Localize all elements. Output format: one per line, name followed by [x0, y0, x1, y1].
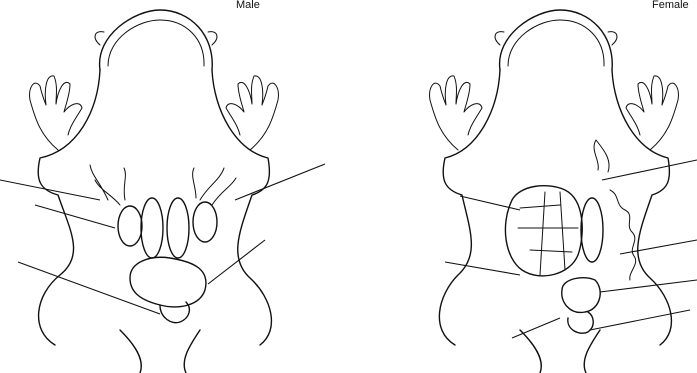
male-right-testis [193, 202, 217, 242]
male-leader-4 [235, 164, 325, 200]
male-frog-illustration [30, 10, 279, 373]
male-left-testis [118, 206, 142, 246]
male-eye-right [208, 32, 217, 45]
male-leader-2 [35, 205, 115, 228]
male-cloaca [160, 302, 189, 323]
male-right-kidney [167, 198, 189, 258]
female-right-hand [626, 76, 678, 150]
female-leader-6 [600, 280, 697, 292]
female-body-outline [439, 70, 500, 345]
female-leader-4 [602, 160, 697, 180]
female-eye-right [608, 32, 617, 45]
male-bladder [130, 257, 206, 307]
male-eye-left [95, 32, 104, 45]
female-head-outline [500, 10, 613, 70]
female-frog-illustration [430, 10, 679, 373]
male-leader-5 [208, 240, 265, 284]
female-eye-left [495, 32, 504, 45]
male-head-outline [100, 10, 213, 70]
male-leader-1 [0, 180, 100, 200]
female-kidney [581, 198, 603, 262]
female-hind-legs [520, 330, 600, 373]
female-body-outline-right [612, 70, 671, 345]
male-left-kidney [141, 198, 163, 258]
female-leader-5 [620, 240, 697, 254]
male-right-fat-body [193, 168, 236, 205]
female-bladder [562, 278, 600, 313]
female-cloaca [568, 312, 593, 333]
female-ovary-lobes [518, 192, 578, 275]
female-leader-7 [590, 310, 690, 330]
female-leader-lines [445, 160, 697, 338]
female-jaw-inner [508, 20, 604, 66]
male-body-outline-right [212, 70, 271, 345]
female-leader-2 [445, 262, 520, 275]
male-hind-legs [120, 330, 200, 373]
female-ovary [505, 186, 582, 276]
male-jaw-inner [108, 20, 204, 66]
female-leader-3 [512, 318, 560, 338]
male-right-hand [226, 76, 278, 150]
male-body-outline [38, 70, 100, 345]
